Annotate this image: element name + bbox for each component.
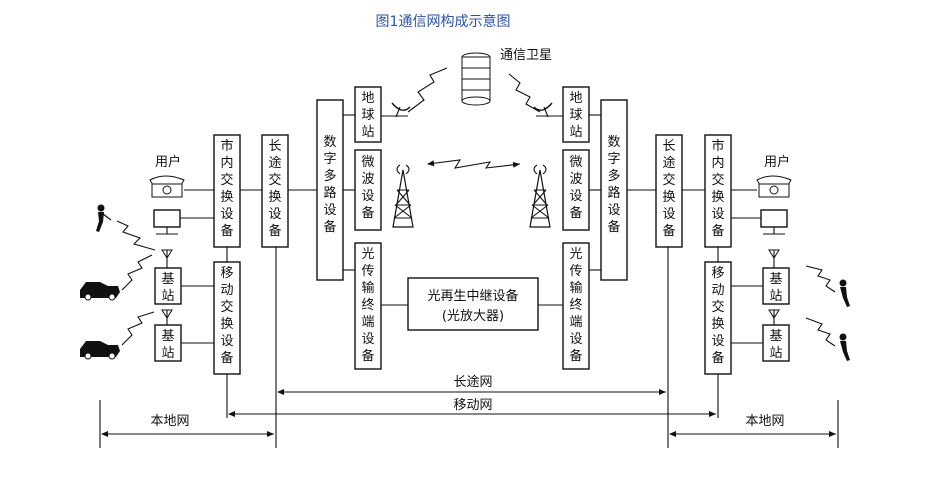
optical-terminal-left-label: 光传输终端设备 xyxy=(361,247,374,364)
antenna-icon xyxy=(768,309,780,325)
earth-station-left xyxy=(354,86,382,143)
base-station-right-2-label: 基站 xyxy=(769,329,782,361)
mobile-exchange-right-label: 移动交换设备 xyxy=(711,266,724,366)
person-phone-icon xyxy=(96,204,156,251)
base-station-right-1 xyxy=(762,267,790,305)
antenna-icon xyxy=(161,249,173,268)
regenerator-label-1: 光再生中继设备 xyxy=(427,288,518,304)
toll-exchange-right xyxy=(655,134,683,248)
local-net-right-label: 本地网 xyxy=(745,414,784,429)
satellite-icon xyxy=(461,52,491,106)
long-distance-net-label: 长途网 xyxy=(453,374,492,390)
antenna-icon xyxy=(768,249,780,268)
toll-exchange-left-label: 长途交换设备 xyxy=(268,139,281,239)
user-right-label: 用户 xyxy=(764,154,790,170)
mobile-exchange-right xyxy=(704,261,732,375)
microwave-left-label: 微波设备 xyxy=(361,155,374,221)
regenerator-label-2: (光放大器) xyxy=(442,309,504,324)
telephone-icon xyxy=(149,175,185,198)
dish-icon xyxy=(381,102,411,118)
satellite-label: 通信卫星 xyxy=(500,48,552,63)
antenna-icon xyxy=(161,309,173,325)
telephone-icon xyxy=(756,175,792,198)
mobile-exchange-left xyxy=(213,261,241,375)
digital-mux-right xyxy=(600,99,628,281)
base-station-left-1-label: 基站 xyxy=(161,272,174,304)
computer-icon xyxy=(760,209,788,235)
user-left-label: 用户 xyxy=(155,154,181,170)
car-icon xyxy=(80,311,155,360)
earth-station-left-label: 地球站 xyxy=(361,91,374,140)
base-station-left-2-label: 基站 xyxy=(161,329,174,361)
toll-exchange-right-label: 长途交换设备 xyxy=(662,139,675,239)
toll-exchange-left xyxy=(261,134,289,248)
microwave-left xyxy=(354,149,382,231)
dish-icon xyxy=(533,102,563,118)
microwave-right xyxy=(562,149,590,231)
tower-icon xyxy=(392,164,414,228)
microwave-right-label: 微波设备 xyxy=(569,155,582,221)
connection-lines xyxy=(180,114,763,344)
digital-mux-right-label: 数字多路设备 xyxy=(607,135,620,235)
local-exchange-left xyxy=(213,134,241,248)
base-station-left-2 xyxy=(154,324,182,362)
local-exchange-right-label: 市内交换设备 xyxy=(711,138,724,239)
base-station-right-1-label: 基站 xyxy=(769,272,782,304)
optical-terminal-left xyxy=(354,242,382,370)
earth-station-right-label: 地球站 xyxy=(569,91,582,140)
person-phone-icon xyxy=(805,317,850,361)
tower-icon xyxy=(529,164,551,228)
digital-mux-left-label: 数字多路设备 xyxy=(323,135,336,235)
mobile-exchange-left-label: 移动交换设备 xyxy=(220,266,233,366)
diagram-title: 图1通信网构成示意图 xyxy=(376,13,511,30)
local-exchange-left-label: 市内交换设备 xyxy=(220,138,233,239)
optical-regenerator xyxy=(407,277,539,331)
car-icon xyxy=(80,254,153,301)
mobile-net-label: 移动网 xyxy=(453,398,492,413)
person-phone-icon xyxy=(805,265,850,307)
local-net-left-label: 本地网 xyxy=(150,414,189,429)
computer-icon xyxy=(153,209,181,235)
optical-terminal-right xyxy=(562,242,590,370)
lightning-icon xyxy=(407,67,541,169)
optical-terminal-right-label: 光传输终端设备 xyxy=(569,247,582,364)
